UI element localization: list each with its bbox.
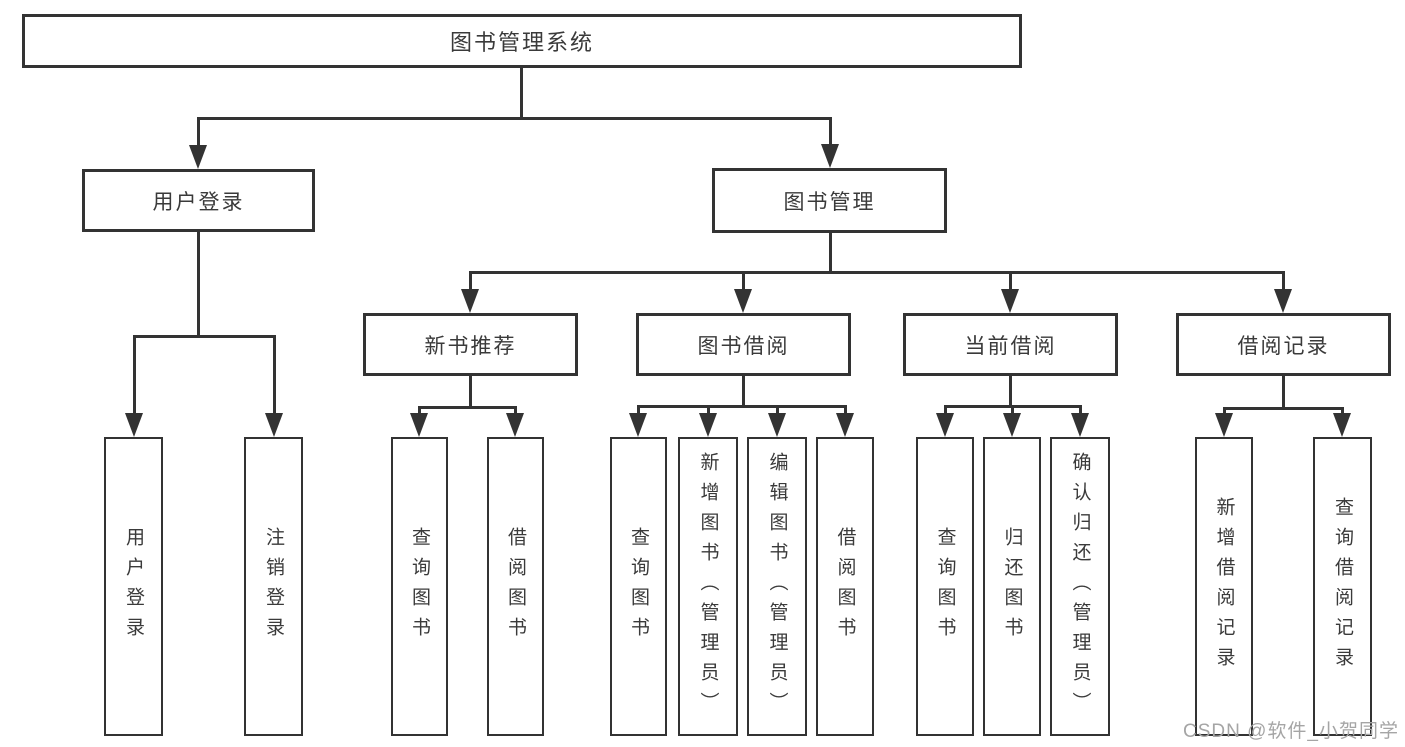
- arrow-down-icon: [1003, 413, 1021, 437]
- connector-vline: [943, 405, 947, 415]
- arrow-down-icon: [734, 289, 752, 313]
- watermark: CSDN @软件_小贺同学: [1183, 721, 1399, 742]
- node-user-login-label: 用户登录: [152, 190, 245, 214]
- arrow-down-icon: [836, 413, 854, 437]
- leaf-user-login: 用户登录: [104, 437, 163, 736]
- leaf-query-borrow-record-label: 查询借阅记录: [1332, 496, 1353, 677]
- connector-vline: [843, 405, 847, 415]
- node-book-borrow: 图书借阅: [636, 313, 851, 376]
- arrow-down-icon: [936, 413, 954, 437]
- connector-hline: [1223, 407, 1344, 410]
- connector-hline: [418, 406, 517, 409]
- arrow-down-icon: [506, 413, 524, 437]
- connector-hline: [197, 117, 832, 120]
- arrow-down-icon: [1071, 413, 1089, 437]
- connector-vline: [417, 406, 421, 415]
- arrow-down-icon: [629, 413, 647, 437]
- leaf-borrow-book-2: 借阅图书: [816, 437, 874, 736]
- node-new-book-recommend-label: 新书推荐: [424, 334, 517, 358]
- connector-vline: [519, 68, 523, 120]
- node-borrow-records: 借阅记录: [1176, 313, 1391, 376]
- connector-vline: [468, 271, 472, 291]
- arrow-down-icon: [1274, 289, 1292, 313]
- arrow-down-icon: [265, 413, 283, 437]
- arrow-down-icon: [1215, 413, 1233, 437]
- connector-vline: [468, 375, 472, 408]
- connector-vline: [1222, 407, 1226, 415]
- leaf-query-book-1: 查询图书: [391, 437, 448, 736]
- connector-vline: [513, 406, 517, 415]
- connector-vline: [828, 233, 832, 274]
- connector-vline: [1078, 405, 1082, 415]
- leaf-add-book-admin: 新增图书（管理员）: [678, 437, 738, 736]
- leaf-borrow-book-2-label: 借阅图书: [834, 526, 856, 647]
- node-borrow-records-label: 借阅记录: [1237, 334, 1330, 358]
- connector-vline: [1340, 407, 1344, 415]
- leaf-query-book-2: 查询图书: [610, 437, 667, 736]
- connector-hline: [637, 405, 846, 408]
- connector-hline: [469, 271, 1285, 274]
- connector-vline: [1008, 271, 1012, 291]
- arrow-down-icon: [699, 413, 717, 437]
- leaf-query-borrow-record: 查询借阅记录: [1313, 437, 1372, 736]
- leaf-add-book-admin-label: 新增图书（管理员）: [697, 451, 719, 722]
- connector-vline: [1281, 375, 1285, 409]
- connector-vline: [636, 405, 640, 415]
- connector-vline: [272, 335, 276, 415]
- leaf-query-book-1-label: 查询图书: [409, 526, 430, 647]
- connector-vline: [775, 405, 779, 415]
- node-current-borrow: 当前借阅: [903, 313, 1118, 376]
- node-new-book-recommend: 新书推荐: [363, 313, 578, 376]
- arrow-down-icon: [1001, 289, 1019, 313]
- node-book-borrow-label: 图书借阅: [697, 334, 790, 358]
- arrow-down-icon: [768, 413, 786, 437]
- leaf-confirm-return-admin: 确认归还（管理员）: [1050, 437, 1110, 736]
- leaf-logout: 注销登录: [244, 437, 303, 736]
- node-current-borrow-label: 当前借阅: [964, 334, 1057, 358]
- connector-vline: [1008, 375, 1012, 407]
- arrow-down-icon: [410, 413, 428, 437]
- leaf-user-login-label: 用户登录: [123, 526, 144, 647]
- node-root-label: 图书管理系统: [449, 30, 594, 55]
- leaf-return-book: 归还图书: [983, 437, 1041, 736]
- node-book-management: 图书管理: [712, 168, 947, 233]
- leaf-edit-book-admin: 编辑图书（管理员）: [747, 437, 807, 736]
- arrow-down-icon: [821, 144, 839, 168]
- arrow-down-icon: [125, 413, 143, 437]
- arrow-down-icon: [1333, 413, 1351, 437]
- connector-vline: [706, 405, 710, 415]
- connector-vline: [741, 375, 745, 407]
- connector-vline: [828, 117, 832, 146]
- connector-vline: [1010, 405, 1014, 415]
- connector-vline: [741, 271, 745, 291]
- leaf-query-book-3: 查询图书: [916, 437, 974, 736]
- leaf-return-book-label: 归还图书: [1001, 526, 1023, 647]
- leaf-add-borrow-record: 新增借阅记录: [1195, 437, 1253, 736]
- connector-vline: [196, 232, 200, 338]
- leaf-borrow-book-1-label: 借阅图书: [505, 526, 526, 647]
- leaf-confirm-return-admin-label: 确认归还（管理员）: [1069, 451, 1091, 722]
- leaf-query-book-2-label: 查询图书: [628, 526, 649, 647]
- connector-vline: [196, 117, 200, 147]
- connector-vline: [1281, 271, 1285, 291]
- arrow-down-icon: [189, 145, 207, 169]
- leaf-edit-book-admin-label: 编辑图书（管理员）: [766, 451, 788, 722]
- node-book-management-label: 图书管理: [783, 190, 876, 214]
- leaf-query-book-3-label: 查询图书: [934, 526, 956, 647]
- connector-vline: [132, 335, 136, 415]
- arrow-down-icon: [461, 289, 479, 313]
- leaf-borrow-book-1: 借阅图书: [487, 437, 544, 736]
- leaf-add-borrow-record-label: 新增借阅记录: [1213, 496, 1235, 677]
- leaf-logout-label: 注销登录: [263, 526, 284, 647]
- node-user-login: 用户登录: [82, 169, 315, 232]
- node-root: 图书管理系统: [22, 14, 1022, 68]
- connector-hline: [133, 335, 276, 338]
